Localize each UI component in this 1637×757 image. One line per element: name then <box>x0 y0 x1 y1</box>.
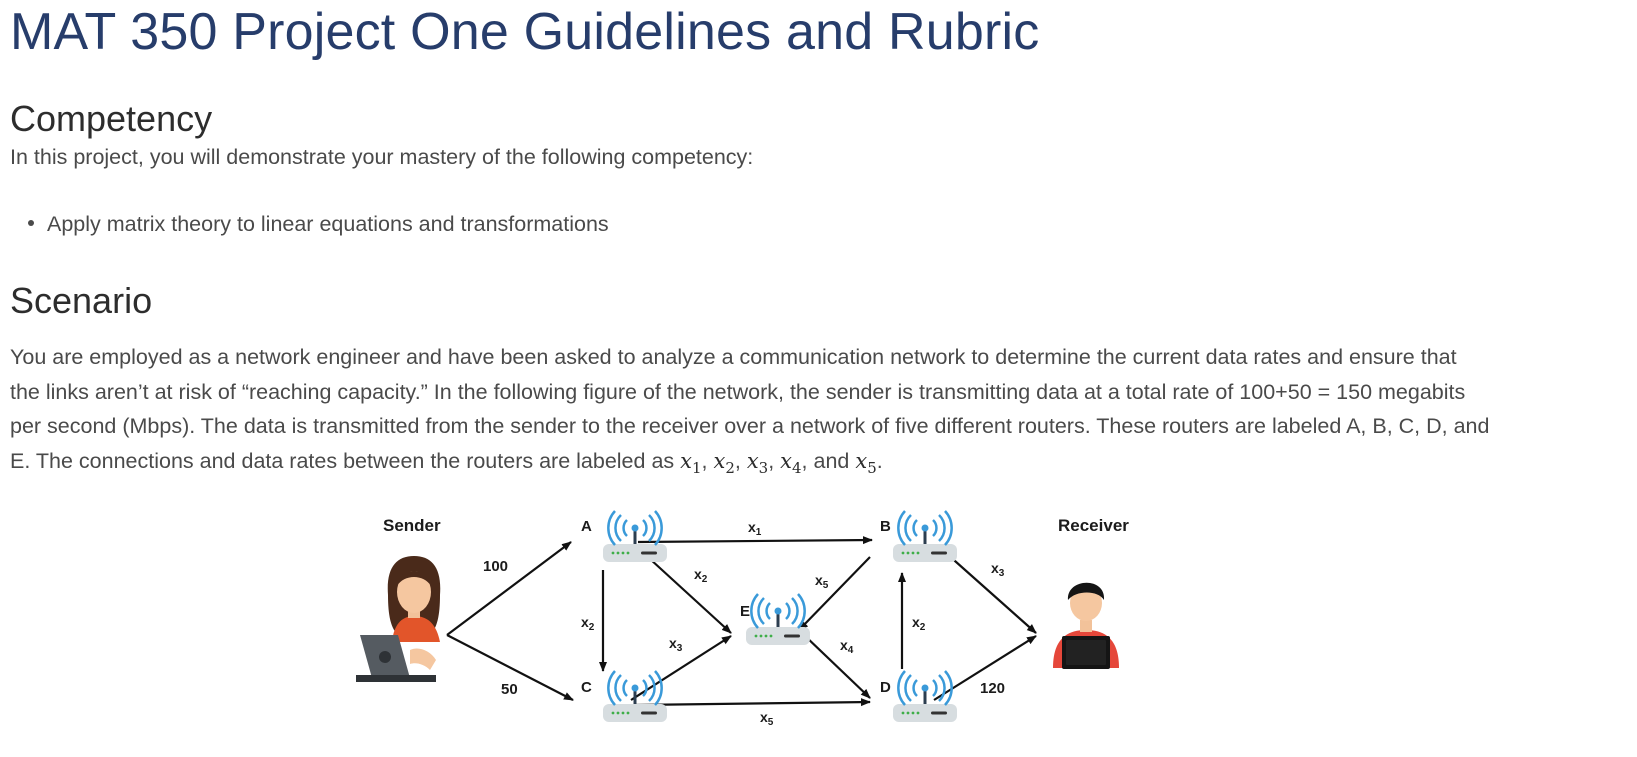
router-c-label: C <box>581 679 592 696</box>
competency-list-item: Apply matrix theory to linear equations … <box>28 212 609 237</box>
bullet-icon <box>28 220 34 227</box>
network-edges <box>446 536 1037 707</box>
edge-e-d <box>802 633 871 699</box>
sender-label: Sender <box>383 516 441 535</box>
edge-label-a-b: x1 <box>748 519 762 538</box>
edge-label-a-e: x2 <box>694 566 708 585</box>
var-x4: x4 <box>780 448 802 477</box>
router-b-icon <box>891 509 959 564</box>
edge-a-b <box>637 536 873 545</box>
scenario-heading: Scenario <box>10 280 153 321</box>
receiver-label: Receiver <box>1058 516 1129 535</box>
var-x2: x2 <box>713 448 735 477</box>
edge-sender-c <box>446 634 574 701</box>
router-c-icon <box>601 669 669 724</box>
competency-item-text: Apply matrix theory to linear equations … <box>47 212 609 236</box>
edge-label-c-d: x5 <box>760 709 774 728</box>
scenario-text: You are employed as a network engineer a… <box>10 345 1490 473</box>
var-x1: x1 <box>680 448 702 477</box>
edge-label-b-e: x5 <box>815 572 829 591</box>
edge-c-e <box>630 635 732 701</box>
edge-label-sender-a: 100 <box>483 558 508 575</box>
var-x5: x5 <box>855 448 877 477</box>
router-e-icon <box>744 592 812 647</box>
edge-label-c-e: x3 <box>669 635 683 654</box>
edge-a-e <box>637 547 732 634</box>
edge-b-e <box>798 556 871 631</box>
receiver-avatar-icon <box>1053 582 1119 669</box>
router-a-icon <box>601 509 669 564</box>
page-title: MAT 350 Project One Guidelines and Rubri… <box>10 3 1040 61</box>
scenario-paragraph: You are employed as a network engineer a… <box>10 345 1490 477</box>
edge-label-d-receiver: 120 <box>980 680 1005 697</box>
competency-intro: In this project, you will demonstrate yo… <box>10 145 754 169</box>
sender-avatar-icon <box>356 556 441 682</box>
edge-label-b-receiver: x3 <box>991 560 1005 579</box>
edge-c-d <box>635 698 871 707</box>
edge-label-d-b: x2 <box>912 614 926 633</box>
router-d-label: D <box>880 679 891 696</box>
edge-variable-labels: x1 x2 x2 x3 x5 x5 x4 x2 x3 <box>581 519 1005 728</box>
router-d-icon <box>891 669 959 724</box>
router-b-label: B <box>880 518 891 535</box>
edge-label-e-d: x4 <box>840 637 854 656</box>
edge-sender-a <box>446 541 572 636</box>
router-a-label: A <box>581 518 592 535</box>
competency-heading: Competency <box>10 98 213 139</box>
edge-label-sender-c: 50 <box>501 681 518 698</box>
edge-label-a-c: x2 <box>581 614 595 633</box>
router-e-label: E <box>740 603 750 620</box>
var-x3: x3 <box>746 448 769 477</box>
